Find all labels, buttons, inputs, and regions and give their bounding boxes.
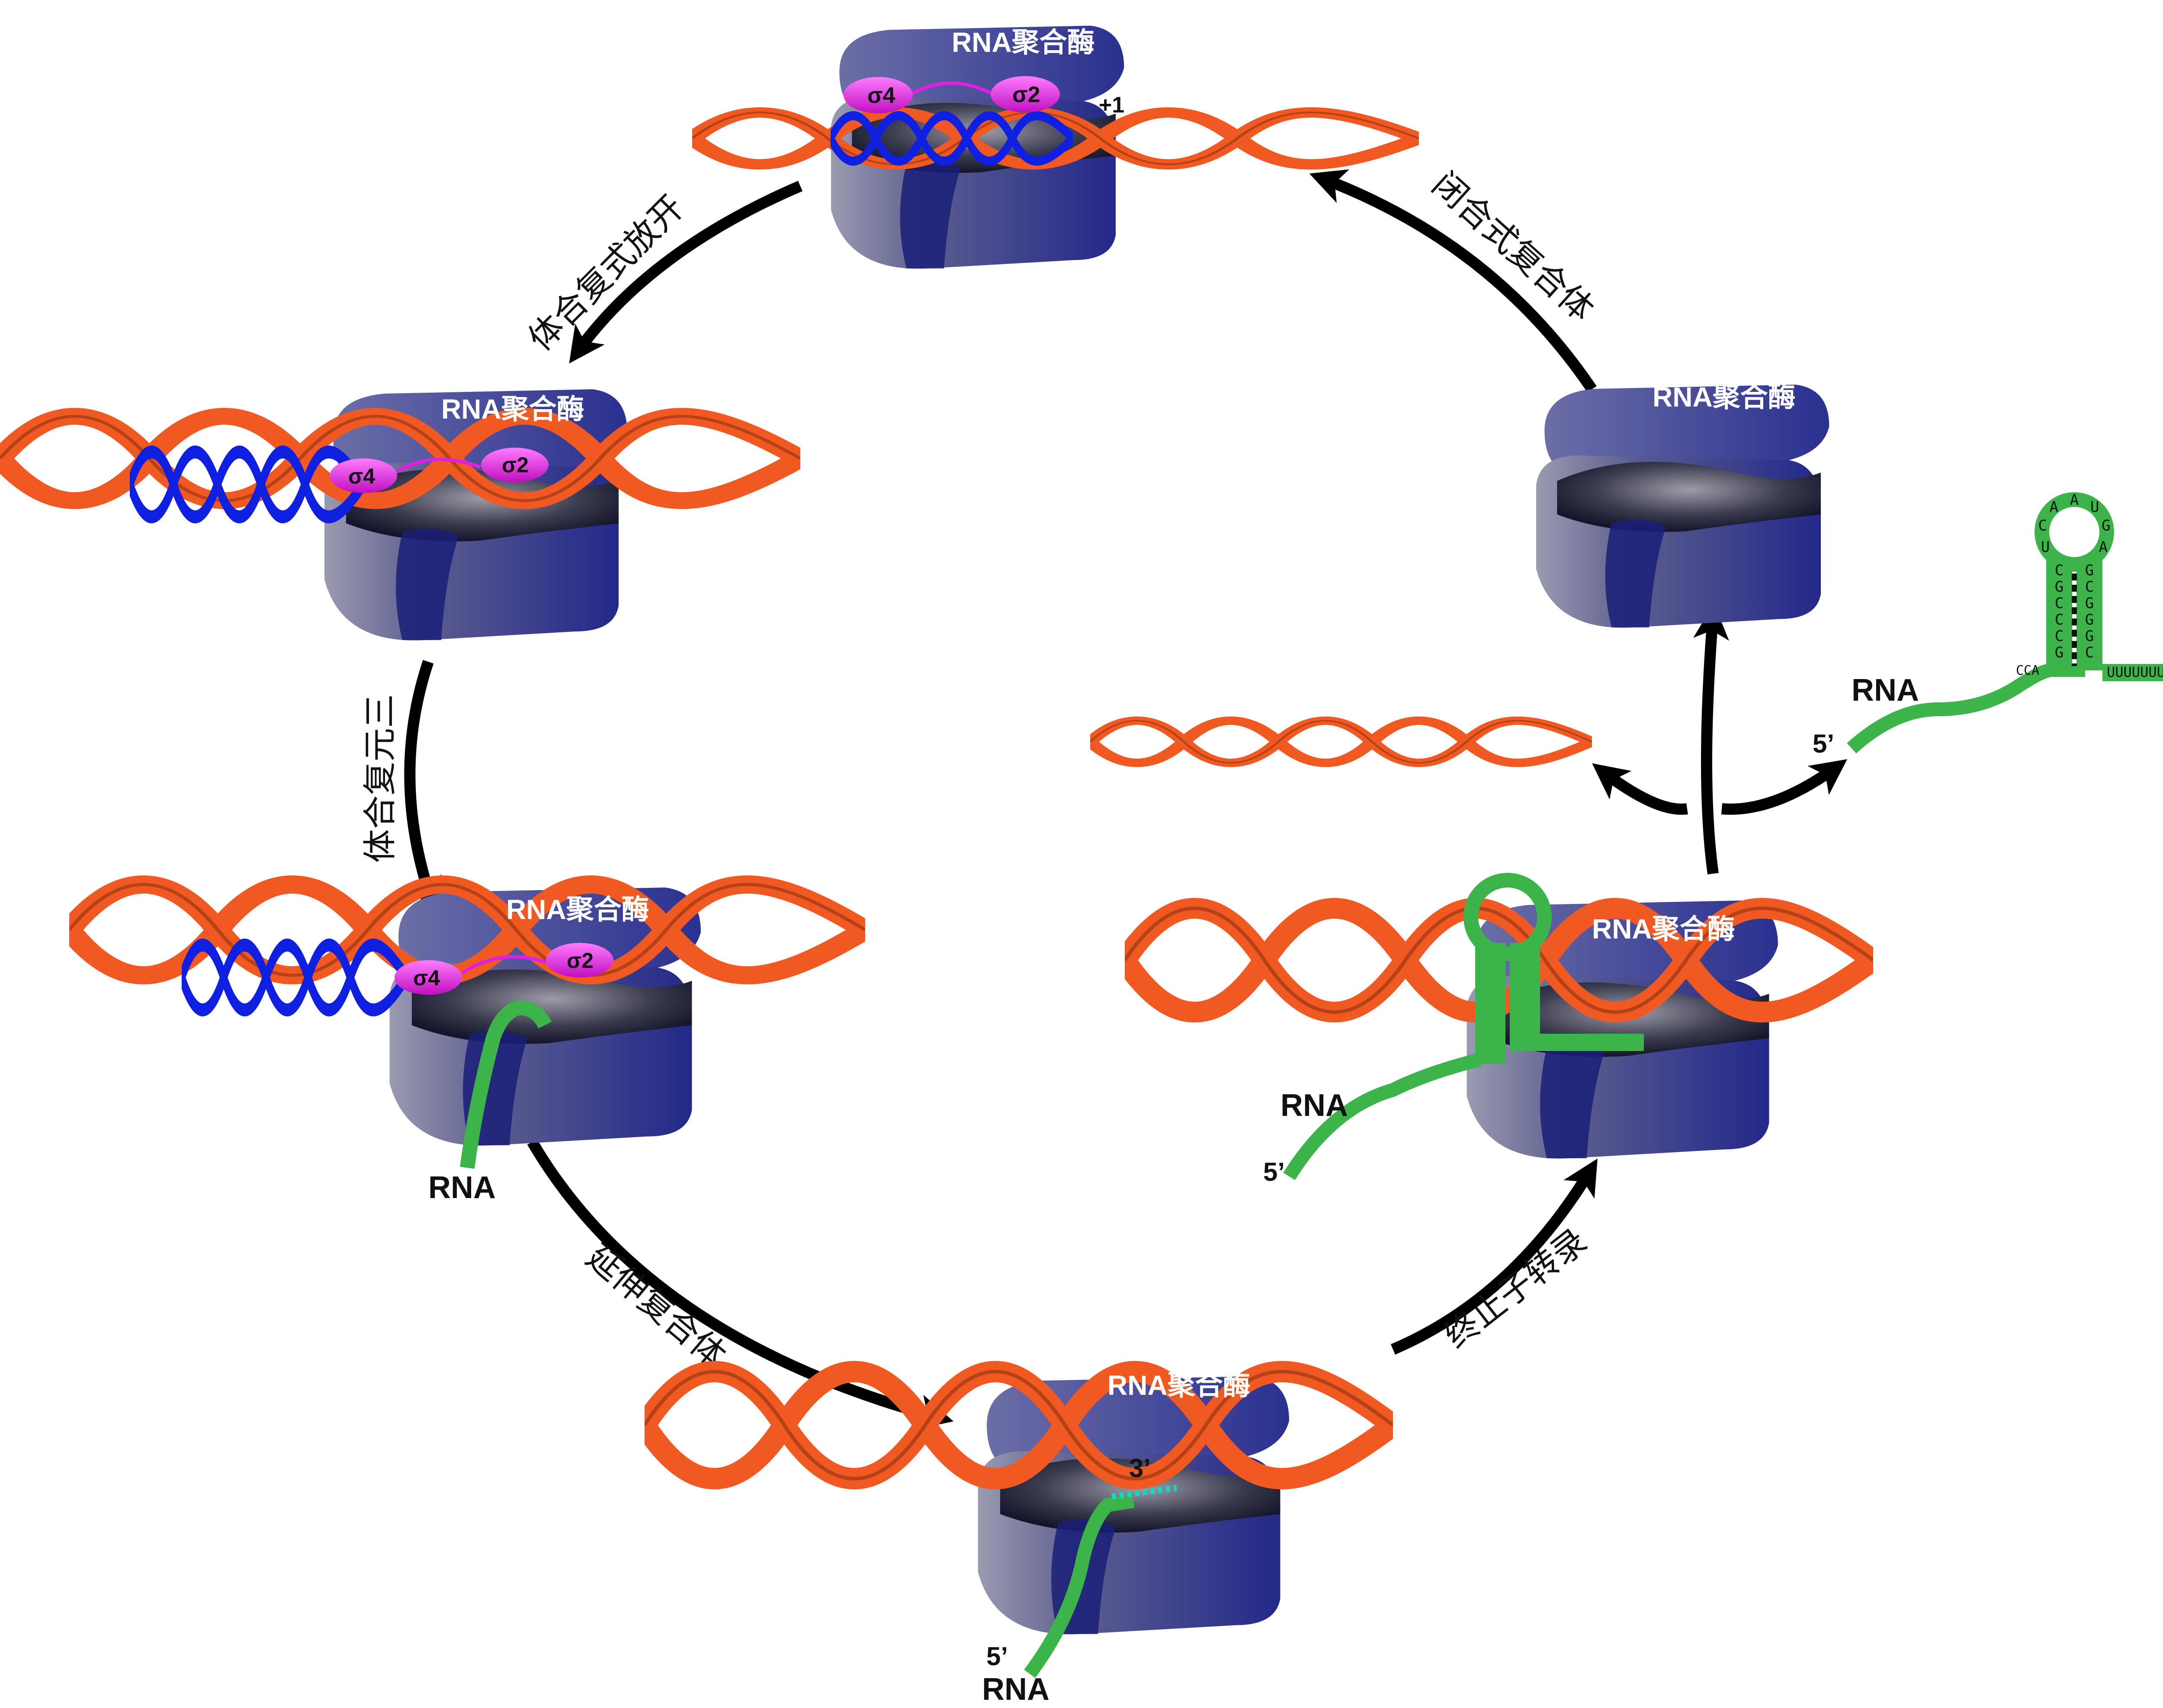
stem-right-nt: G <box>2085 611 2094 628</box>
released-dna <box>1090 721 1592 763</box>
rnap-label-free: RNA聚合酶 <box>1653 381 1796 413</box>
released-cca-text: CCA <box>2016 663 2039 678</box>
arrow-free-to-closed <box>1309 169 1597 393</box>
arrow-termination-to-free <box>1693 603 1729 875</box>
free-polymerase: RNA聚合酶 <box>1536 381 1829 628</box>
sigma2-label: σ2 <box>1012 82 1040 107</box>
released-rna-label: RNA <box>1852 673 1919 708</box>
rnap-label-closed: RNA聚合酶 <box>952 27 1095 58</box>
step-label-ternary-complex: 体合复元三 <box>361 694 400 863</box>
sigma4-closed <box>844 77 913 113</box>
loop-nt: U <box>2090 499 2099 516</box>
sigma2-ternary <box>546 943 613 977</box>
arrow-elongation-to-termination <box>1390 1158 1598 1355</box>
rna-tail-termination <box>1283 1053 1481 1180</box>
released-hairpin-stem-right <box>2076 558 2102 670</box>
stem-right-nt: G <box>2085 628 2094 645</box>
stem-left-nt: C <box>2055 628 2064 645</box>
stem-left-nt: C <box>2055 562 2064 579</box>
sigma2-label-open: σ2 <box>502 453 529 477</box>
stem-left-nt: C <box>2055 611 2064 628</box>
rnap-label-termination: RNA聚合酶 <box>1592 913 1735 945</box>
cycle-arrows <box>404 169 1848 1430</box>
ternary-complex: σ4 σ2 RNA聚合酶 RNA <box>69 884 865 1205</box>
loop-nt: C <box>2038 517 2047 534</box>
step-label-termination: 终止子转录 <box>1438 1221 1595 1356</box>
arrow-ternary-to-elongation <box>527 1139 954 1430</box>
arrow-closed-to-open <box>569 181 803 364</box>
loop-nt: A <box>2099 538 2108 556</box>
step-label-open-complex: 体合复式放开 <box>521 188 692 359</box>
hairpin-stem-right-termination <box>1510 943 1540 1051</box>
loop-nt: A <box>2050 499 2058 516</box>
sigma4-ternary <box>395 960 462 995</box>
open-complex: σ4 σ2 RNA聚合酶 <box>0 389 800 641</box>
stem-left-nt: G <box>2055 644 2064 661</box>
rnap-label-open: RNA聚合酶 <box>441 394 584 425</box>
closed-complex: σ4 σ2 +1 RNA聚合酶 <box>692 26 1419 269</box>
elongation-complex: 3’ 5’ RNA RNA聚合酶 <box>645 1370 1393 1707</box>
arrow-open-to-ternary <box>404 660 442 914</box>
step-labels: 体合复式放开 闭合式复合体 体合复元三 延伸复合体 终止子转录 <box>361 165 1601 1375</box>
released-poly-u-text: UUUUUUUU <box>2107 664 2163 680</box>
released-rna-tail <box>1847 663 2051 753</box>
sigma2-closed <box>991 76 1060 112</box>
polymerase-free <box>1536 385 1829 628</box>
loop-nt: G <box>2102 517 2110 534</box>
rnap-label-ternary: RNA聚合酶 <box>506 894 649 925</box>
plus-one-label: +1 <box>1099 93 1124 118</box>
hairpin-stem-left-termination <box>1475 943 1505 1064</box>
sigma2-open <box>481 448 549 482</box>
sigma4-open <box>330 458 397 493</box>
step-label-elongation-complex: 延伸复合体 <box>579 1237 733 1375</box>
released-hairpin-loop <box>2035 492 2114 572</box>
stem-right-nt: G <box>2085 595 2094 612</box>
loop-nt: U <box>2041 538 2050 556</box>
loop-nt: A <box>2070 491 2079 509</box>
stem-right-nt: G <box>2085 562 2094 579</box>
released-hairpin-stem-left <box>2046 558 2072 670</box>
hairpin-loop-termination <box>1463 873 1552 961</box>
five-prime-elongation: 5’ <box>986 1642 1008 1671</box>
rna-label-termination: RNA <box>1280 1088 1348 1123</box>
rna-ternary <box>460 1000 552 1169</box>
stem-left-nt: G <box>2055 578 2064 596</box>
sigma4-label-ternary: σ4 <box>413 966 440 990</box>
poly-u-termination <box>1540 1034 1644 1051</box>
three-prime-elongation: 3’ <box>1129 1454 1151 1483</box>
rna-label-ternary: RNA <box>428 1170 496 1205</box>
stem-right-nt: C <box>2085 644 2094 661</box>
released-rna: UUUUUUUU CCA RNA 5’ 3’ <box>1813 492 2163 758</box>
rnap-label-elongation: RNA聚合酶 <box>1107 1370 1251 1401</box>
arrow-release-dna <box>1592 763 1688 815</box>
rna-elongation <box>1024 1494 1135 1678</box>
sigma2-label-ternary: σ2 <box>567 949 594 973</box>
sigma4-label-open: σ4 <box>348 464 375 488</box>
released-poly-u <box>2102 664 2163 681</box>
released-five-prime: 5’ <box>1813 729 1834 758</box>
sigma4-label: σ4 <box>867 83 895 108</box>
stem-right-nt: C <box>2085 578 2094 596</box>
termination-complex: RNA 5’ RNA聚合酶 <box>1125 873 1873 1186</box>
stem-left-nt: C <box>2055 595 2064 612</box>
rna-label-elongation: RNA <box>982 1672 1049 1707</box>
five-prime-termination: 5’ <box>1263 1157 1285 1186</box>
arrow-release-rna <box>1721 759 1848 815</box>
